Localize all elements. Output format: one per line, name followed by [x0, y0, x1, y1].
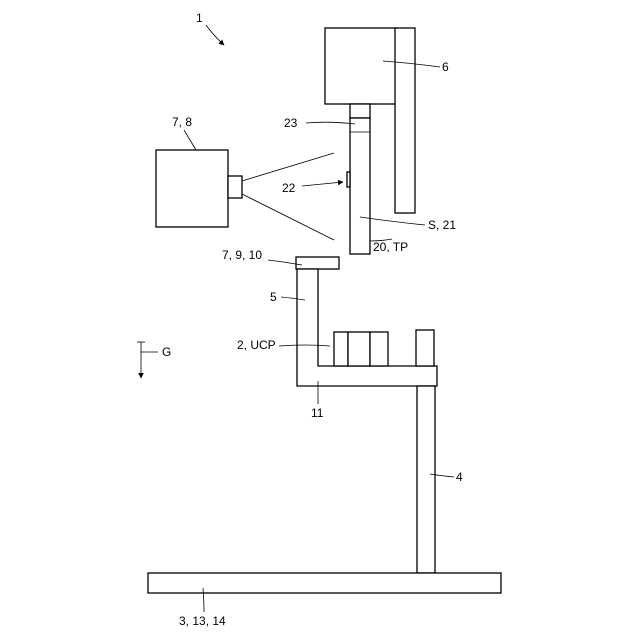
- column-label: 4: [456, 470, 463, 484]
- alignment-mark: [347, 172, 350, 187]
- camera-body: [156, 150, 228, 227]
- mark-arrow: [302, 182, 343, 186]
- base-label: 3, 13, 14: [179, 614, 226, 628]
- camera-label: 7, 8: [172, 115, 192, 129]
- platform-label: 11: [311, 406, 324, 420]
- component-2: [348, 332, 370, 366]
- figure-ref-arrow: [206, 25, 224, 45]
- arm-and-platform: [297, 269, 437, 386]
- component-4: [416, 330, 434, 366]
- machine-column: [395, 28, 415, 213]
- mark-label: 22: [282, 181, 296, 195]
- camera-leader: [184, 130, 196, 150]
- machine-label: 6: [442, 60, 449, 74]
- holder-label: 23: [284, 116, 298, 130]
- components-label: 2, UCP: [237, 338, 276, 352]
- top-plate-label: 20, TP: [373, 240, 408, 254]
- top-plate: [350, 118, 370, 254]
- base-plate: [148, 573, 501, 593]
- holder-block: [350, 104, 370, 118]
- view-line-top: [242, 153, 334, 181]
- arm-label: 5: [270, 290, 277, 304]
- gravity-label: G: [162, 345, 171, 359]
- reference-plate: [296, 257, 339, 269]
- machine-head: [325, 28, 397, 104]
- view-line-bottom: [242, 194, 334, 240]
- component-1: [334, 332, 348, 366]
- figure-ref-label: 1: [196, 11, 203, 25]
- substrate-label: S, 21: [428, 218, 456, 232]
- camera-lens: [228, 176, 242, 198]
- support-column: [417, 386, 435, 573]
- reference-label: 7, 9, 10: [222, 248, 262, 262]
- holder-leader: [306, 122, 355, 124]
- component-3: [370, 332, 388, 366]
